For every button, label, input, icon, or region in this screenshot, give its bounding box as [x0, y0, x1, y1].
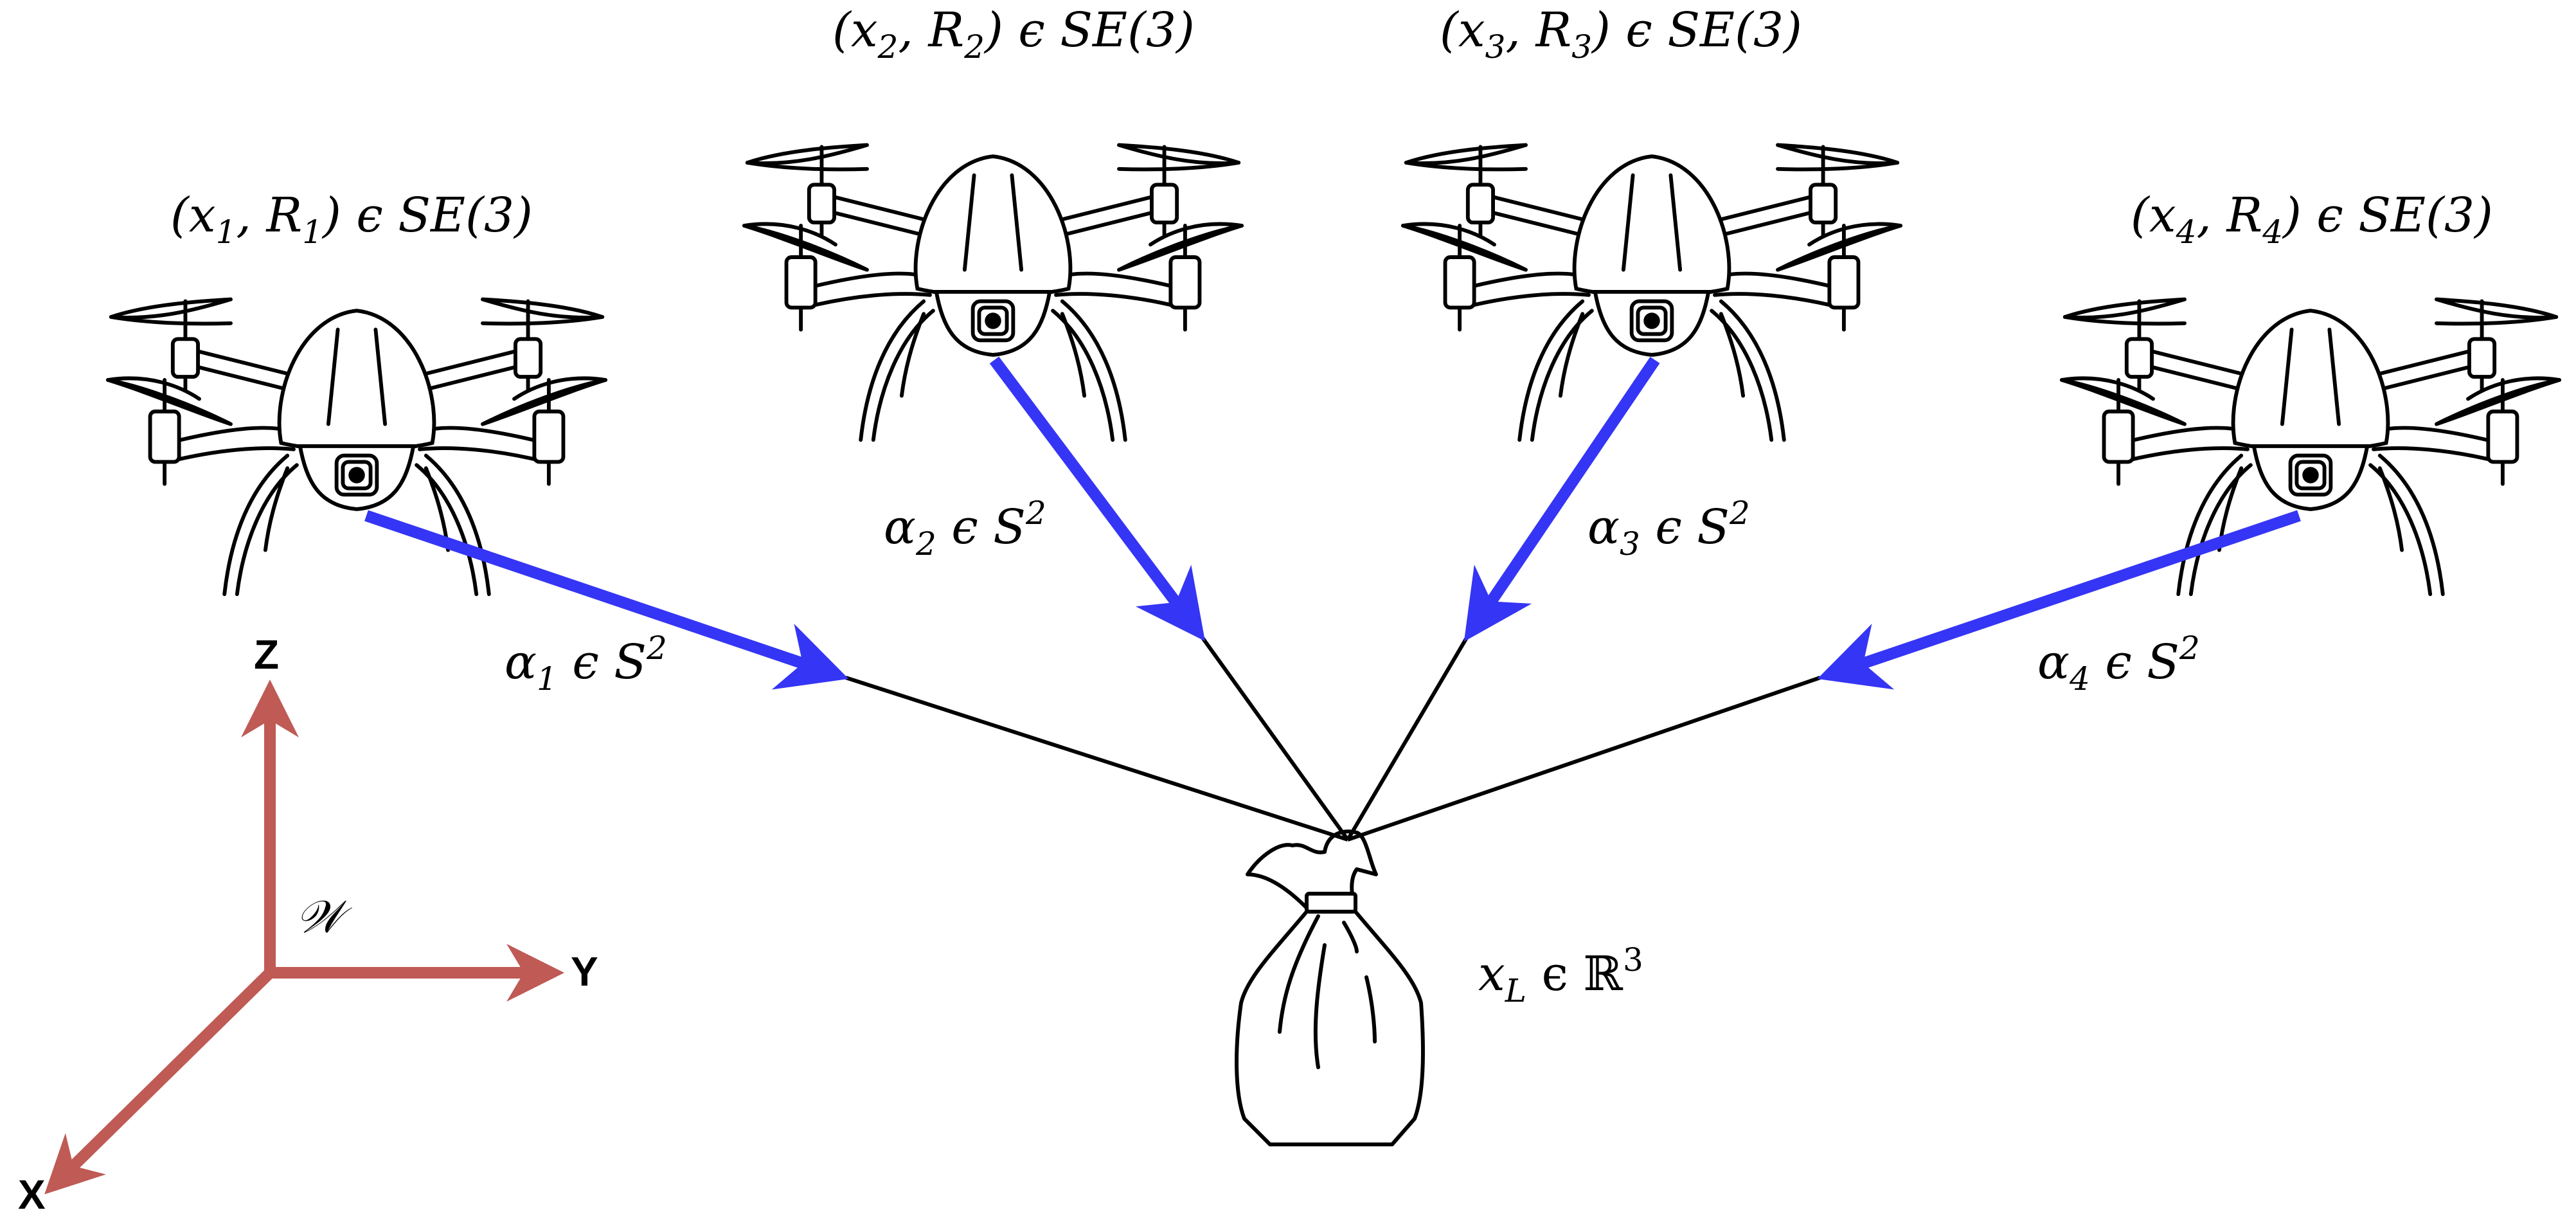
alpha-3-label: α3 ϵ S2: [1588, 494, 1750, 563]
y-axis-label: Y: [571, 948, 598, 995]
alpha-2-arrow: [989, 356, 1205, 642]
alpha-1-label: α1 ϵ S2: [505, 629, 667, 698]
drone-1-icon: [108, 300, 605, 595]
alpha-4-label: α4 ϵ S2: [2037, 629, 2200, 698]
alpha-3-arrow: [1463, 356, 1660, 642]
drone-4-icon: [2062, 300, 2559, 595]
cable-1: [845, 676, 1348, 842]
cable-2: [1201, 637, 1350, 841]
drone-2-pose-label: (x2, R2) ϵ SE(3): [832, 3, 1195, 66]
drone-3-icon: [1403, 145, 1901, 440]
x-axis-label: X: [18, 1171, 46, 1218]
alpha-2-label: α2 ϵ S2: [884, 494, 1046, 563]
drone-3-pose-label: (x3, R3) ϵ SE(3): [1440, 3, 1802, 66]
cable-direction-arrows: [364, 356, 2301, 690]
x-axis-arrow: [44, 968, 274, 1195]
payload-bag-icon: [1235, 829, 1425, 1146]
world-frame-label: 𝒲: [296, 890, 352, 943]
drone-2-icon: [744, 145, 1242, 440]
drone-1-pose-label: (x1, R1) ϵ SE(3): [170, 188, 533, 251]
z-axis-label: Z: [254, 631, 279, 678]
payload-label: xL ϵ ℝ3: [1478, 941, 1643, 1009]
cable-3: [1346, 637, 1469, 841]
cables: [845, 637, 1821, 842]
drone-4-pose-label: (x4, R4) ϵ SE(3): [2131, 188, 2493, 251]
alpha-4-arrow: [1817, 510, 2301, 690]
alpha-1-arrow: [364, 510, 849, 690]
world-frame: [44, 680, 564, 1195]
cable-4: [1347, 676, 1821, 842]
